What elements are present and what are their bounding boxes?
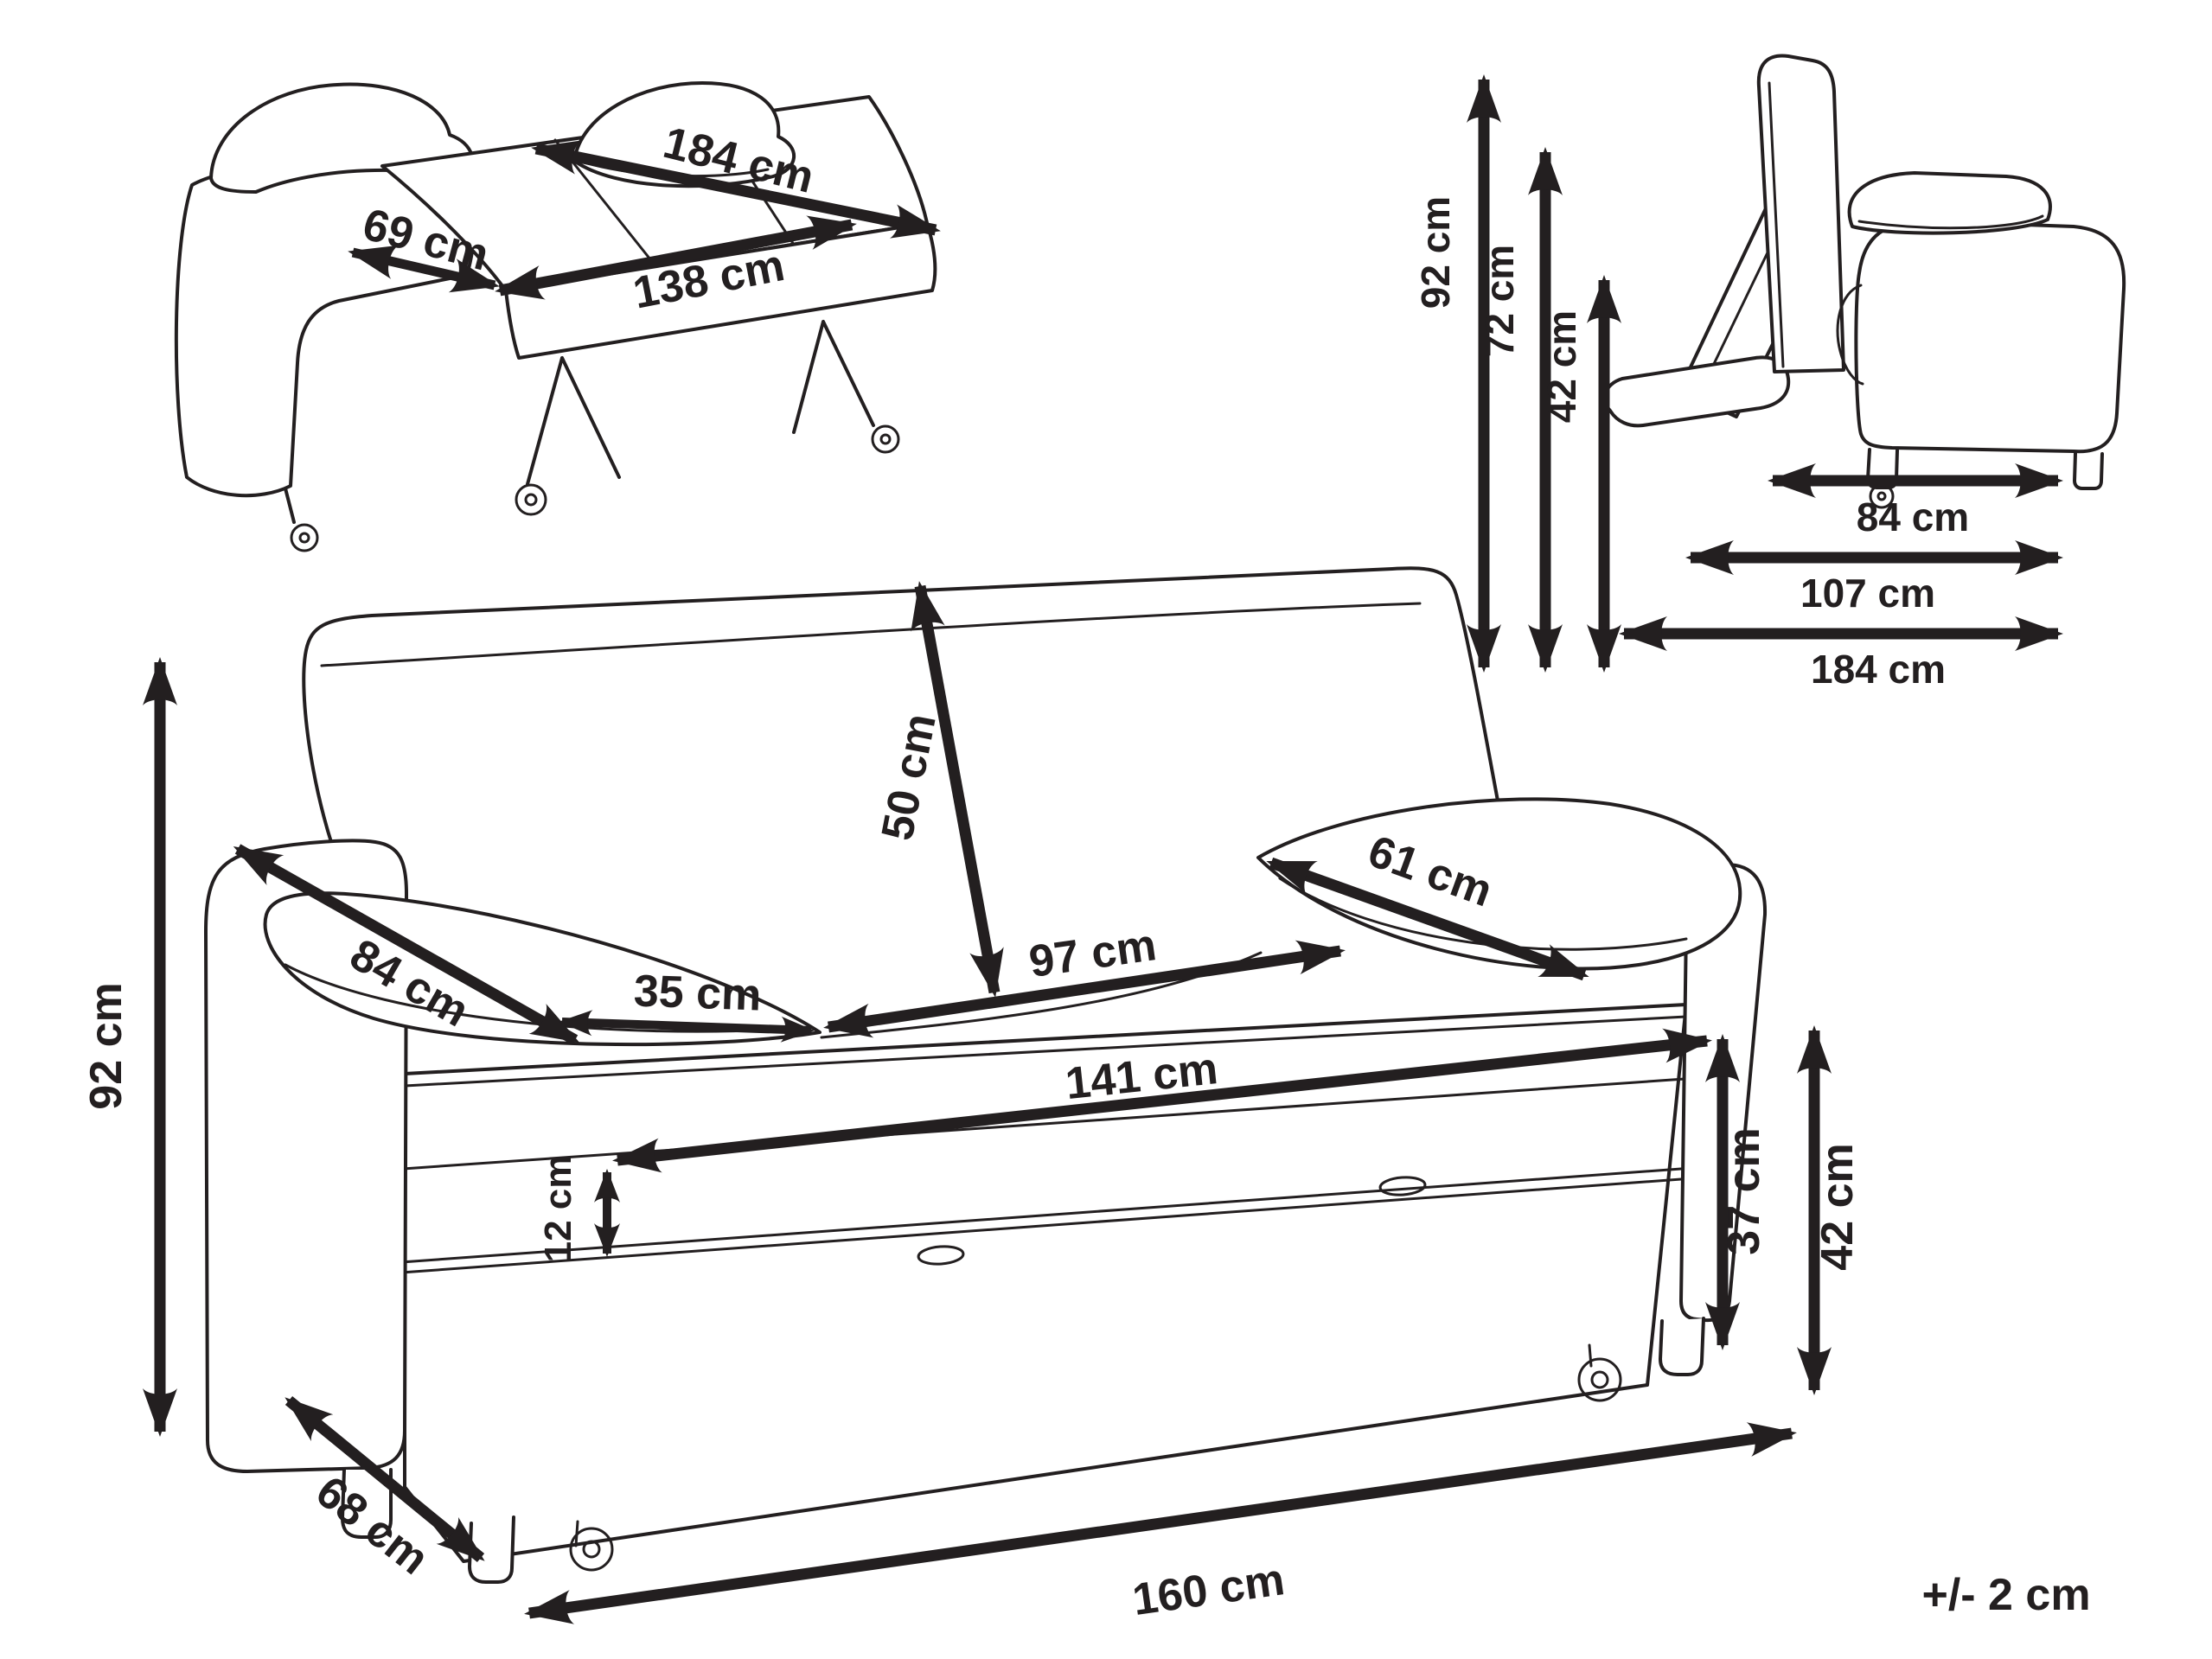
front-caster-right	[1577, 1343, 1622, 1402]
dimension-label: 84 cm	[1857, 495, 1969, 539]
dimension-label: 184 cm	[1811, 647, 1946, 692]
side-panel-front-bulge	[1836, 284, 1864, 386]
dimension-arrow	[495, 215, 857, 300]
front-backrest	[302, 566, 1509, 879]
bed-leg-strut	[284, 487, 296, 524]
dimension-arrow	[284, 1395, 485, 1563]
bed-leg-strut	[792, 320, 875, 434]
tolerance-note: +/- 2 cm	[1921, 1570, 2090, 1620]
side-panel	[1854, 220, 2126, 454]
bed-view: 184 cm 69 cm 138 cm	[174, 81, 941, 552]
dimension-label: 92 cm	[81, 982, 131, 1109]
front-view: 92 cm 50 cm 84 cm 61 cm 35 cm 97 cm 141 …	[81, 566, 1863, 1625]
front-drawer-latch	[917, 1245, 965, 1266]
dim-side-backrest-height: 72 cm	[1477, 147, 1563, 673]
dimension-label: 42 cm	[1539, 310, 1584, 423]
side-armrest-pillow-seam	[1857, 214, 2044, 230]
front-drawer-latch	[1378, 1176, 1427, 1196]
dim-side-seat-height: 42 cm	[1539, 275, 1621, 673]
dimension-arrow	[911, 581, 1004, 998]
dimension-label: 72 cm	[1477, 245, 1522, 357]
side-backrest-seam	[1768, 81, 1785, 368]
dimension-label: 12 cm	[537, 1155, 579, 1263]
side-leg	[2073, 451, 2104, 490]
dimension-label: 107 cm	[1800, 571, 1935, 616]
dim-front-overall-height: 92 cm	[81, 657, 177, 1437]
dimension-arrow	[348, 245, 500, 293]
dimension-label: 92 cm	[1413, 196, 1458, 309]
side-armrest-pillow	[1847, 171, 2052, 235]
dimension-arrow	[1266, 857, 1589, 981]
front-right-armrest-foot	[1659, 1317, 1705, 1376]
bed-caster	[290, 424, 900, 552]
dim-front-base-height: 37 cm	[1705, 1034, 1769, 1350]
dim-front-under-seat-gap: 12 cm	[537, 1155, 620, 1263]
dimension-arrow	[233, 844, 580, 1045]
dimension-arrow	[524, 1422, 1797, 1624]
dim-side-unfolded-depth: 184 cm	[1619, 616, 2063, 692]
dimension-arrow	[823, 940, 1346, 1038]
side-view: 92 cm 72 cm 42 cm 84 cm 107 cm 184 cm	[1413, 54, 2126, 692]
dimension-label: 42 cm	[1812, 1143, 1863, 1270]
dimension-label: 37 cm	[1719, 1127, 1769, 1254]
dim-side-seat-depth: 84 cm	[1768, 463, 2063, 539]
bed-leg-strut	[526, 356, 621, 486]
dim-front-seat-height: 42 cm	[1797, 1025, 1863, 1395]
dim-side-overall-height: 92 cm	[1413, 74, 1501, 673]
dim-side-overall-depth: 107 cm	[1685, 540, 2063, 616]
dimension-arrow	[612, 1028, 1712, 1173]
front-backrest-top-seam	[320, 602, 1422, 667]
dimension-arrow	[531, 140, 941, 239]
dimension-label: 35 cm	[633, 966, 762, 1020]
